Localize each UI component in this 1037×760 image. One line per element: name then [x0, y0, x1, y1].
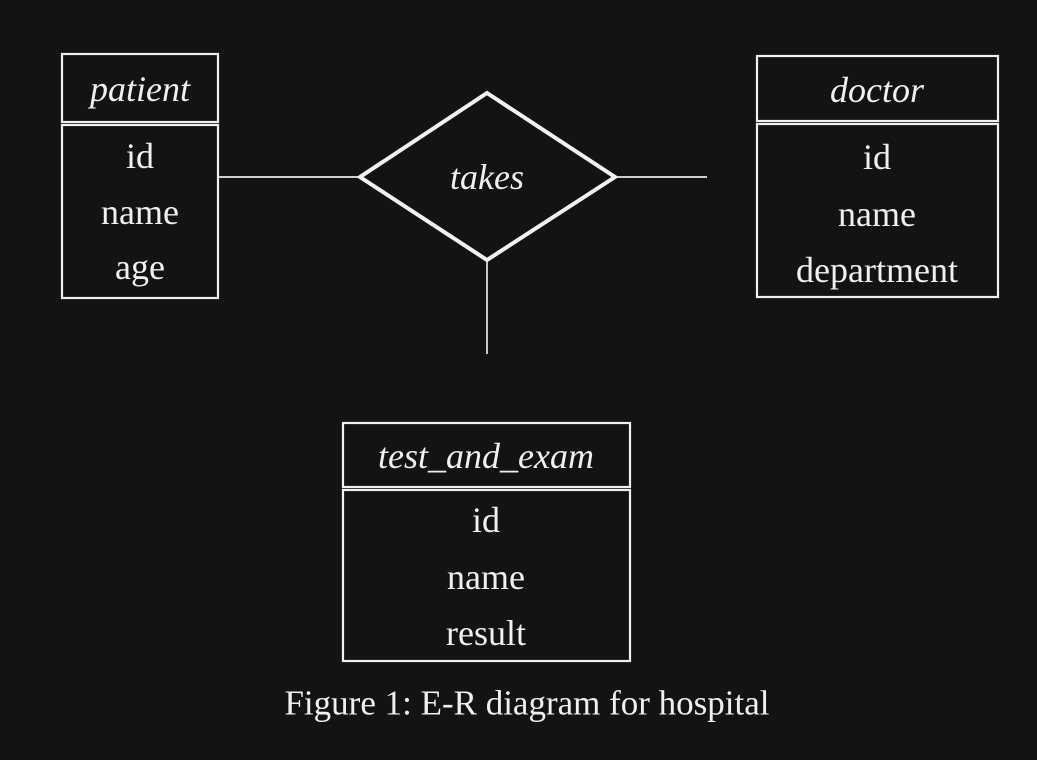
figure-caption: Figure 1: E-R diagram for hospital: [284, 684, 769, 723]
entity-test-and-exam-name: test_and_exam: [378, 436, 594, 476]
entity-test-and-exam-attr-result: result: [446, 613, 526, 653]
entity-test-and-exam-attr-name: name: [447, 557, 525, 597]
entity-test-and-exam-attr-id: id: [472, 500, 500, 540]
relationship-takes-name: takes: [450, 157, 524, 197]
takes-relationship-diamond: [356, 90, 619, 263]
entity-doctor-attr-name: name: [838, 194, 916, 234]
entity-patient: patient id name age: [60, 52, 220, 300]
entity-doctor-body-box: [755, 122, 1000, 299]
entity-patient-name: patient: [87, 69, 191, 109]
entity-doctor-attr-id: id: [863, 137, 891, 177]
entity-patient-attr-age: age: [115, 247, 165, 287]
entity-patient-header-box: [60, 52, 220, 124]
entity-doctor-attr-department: department: [796, 250, 958, 290]
entity-doctor-name: doctor: [830, 70, 925, 110]
entity-test-and-exam: test_and_exam id name result: [341, 421, 632, 663]
entity-test-and-exam-header-box: [341, 421, 632, 489]
entity-doctor-header-box: [755, 54, 1000, 123]
entity-patient-attr-id: id: [126, 136, 154, 176]
entity-patient-body-box: [60, 123, 220, 300]
entity-patient-attr-name: name: [101, 192, 179, 232]
relationship-takes: takes: [356, 90, 619, 263]
entity-test-and-exam-body-box: [341, 488, 632, 663]
entity-doctor: doctor id name department: [755, 54, 1000, 299]
